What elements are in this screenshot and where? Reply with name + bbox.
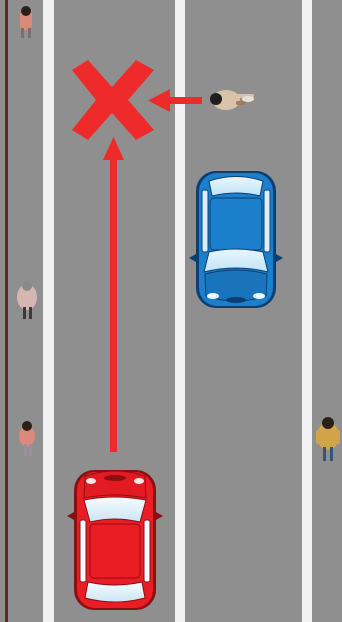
lane-line-left (43, 0, 54, 622)
lane-line-center (175, 0, 185, 622)
blue-car (189, 171, 283, 308)
red-car (67, 470, 163, 610)
left-curb (5, 0, 8, 622)
lane-line-right (302, 0, 312, 622)
